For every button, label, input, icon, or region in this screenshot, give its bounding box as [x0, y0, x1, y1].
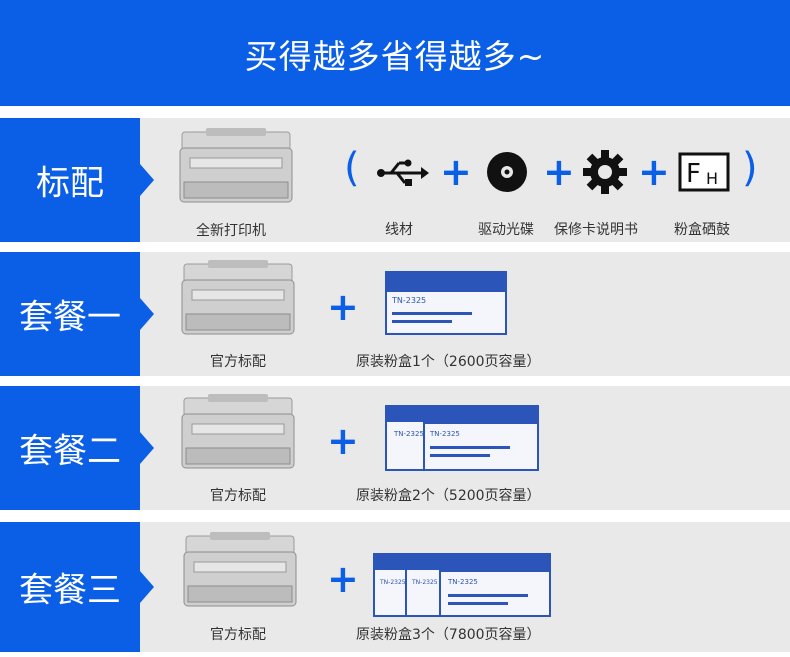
toner-label: TN-2325 [379, 579, 406, 586]
toner-caption: 原装粉盒3个（7800页容量） [356, 627, 541, 643]
toner-caption: 原装粉盒2个（5200页容量） [356, 488, 541, 504]
header-banner: 买得越多省得越多~ [0, 0, 790, 106]
printer-image [183, 532, 297, 607]
usb-cable-icon [377, 159, 429, 186]
toner-box-image: TN-2325 TN-2325 [385, 405, 539, 471]
plus-sign: + [543, 150, 575, 194]
toner-box-group: TN-2325 TN-2325 TN-2325 [372, 552, 552, 622]
standard-tag: 标配 [0, 118, 154, 242]
package-tag-label: 套餐二 [19, 431, 121, 472]
package-tag: 套餐二 [0, 386, 154, 510]
package-tag: 套餐三 [0, 522, 154, 652]
toner-label: TN-2325 [391, 296, 426, 305]
standard-row: 标配 全新打印机 ( 线材 + 驱动光碟 + [0, 118, 790, 242]
package-tag-label: 套餐三 [19, 570, 121, 611]
gear-icon [583, 150, 627, 194]
close-paren: ) [742, 145, 758, 191]
printer-image [179, 128, 293, 203]
toner-label: TN-2325 [429, 430, 460, 438]
item-caption-cable: 线材 [385, 222, 413, 238]
package-row-2: 套餐二 官方标配 + TN-2325 TN-2325 原装粉盒2个（5200页容… [0, 386, 790, 510]
toner-box-group: TN-2325 [384, 270, 508, 340]
svg-text:F: F [686, 159, 701, 189]
plus-sign: + [440, 150, 472, 194]
svg-text:H: H [706, 169, 718, 188]
printer-caption: 官方标配 [210, 627, 266, 643]
item-caption-disc: 驱动光碟 [478, 222, 534, 238]
printer-caption: 全新打印机 [196, 223, 266, 239]
printer-image [181, 260, 295, 335]
toner-caption: 原装粉盒1个（2600页容量） [356, 354, 541, 370]
item-caption-drum: 粉盒硒鼓 [674, 222, 730, 238]
package-row-1: 套餐一 官方标配 + TN-2325 原装粉盒1个（2600页容量） [0, 252, 790, 376]
toner-box-image: TN-2325 TN-2325 TN-2325 [373, 553, 551, 617]
printer-image [181, 394, 295, 469]
plus-sign: + [327, 419, 359, 463]
package-tag-label: 套餐一 [19, 297, 121, 338]
package-row-3: 套餐三 官方标配 + TN-2325 TN-2325 TN-2325 原装粉盒3… [0, 522, 790, 652]
toner-label: TN-2325 [393, 430, 424, 438]
standard-tag-label: 标配 [36, 163, 104, 204]
package-tag: 套餐一 [0, 252, 154, 376]
page-title: 买得越多省得越多~ [244, 37, 546, 76]
toner-label: TN-2325 [447, 578, 478, 586]
printer-caption: 官方标配 [210, 354, 266, 370]
plus-sign: + [327, 285, 359, 329]
plus-sign: + [638, 150, 670, 194]
printer-caption: 官方标配 [210, 488, 266, 504]
disc-icon [487, 152, 527, 192]
plus-sign: + [327, 557, 359, 601]
toner-box-image: TN-2325 [385, 271, 507, 335]
toner-label: TN-2325 [411, 579, 438, 586]
open-paren: ( [344, 145, 360, 191]
toner-box-group: TN-2325 TN-2325 [384, 404, 540, 476]
item-caption-warranty: 保修卡说明书 [554, 222, 638, 238]
drum-fh-icon: F H [678, 152, 730, 192]
